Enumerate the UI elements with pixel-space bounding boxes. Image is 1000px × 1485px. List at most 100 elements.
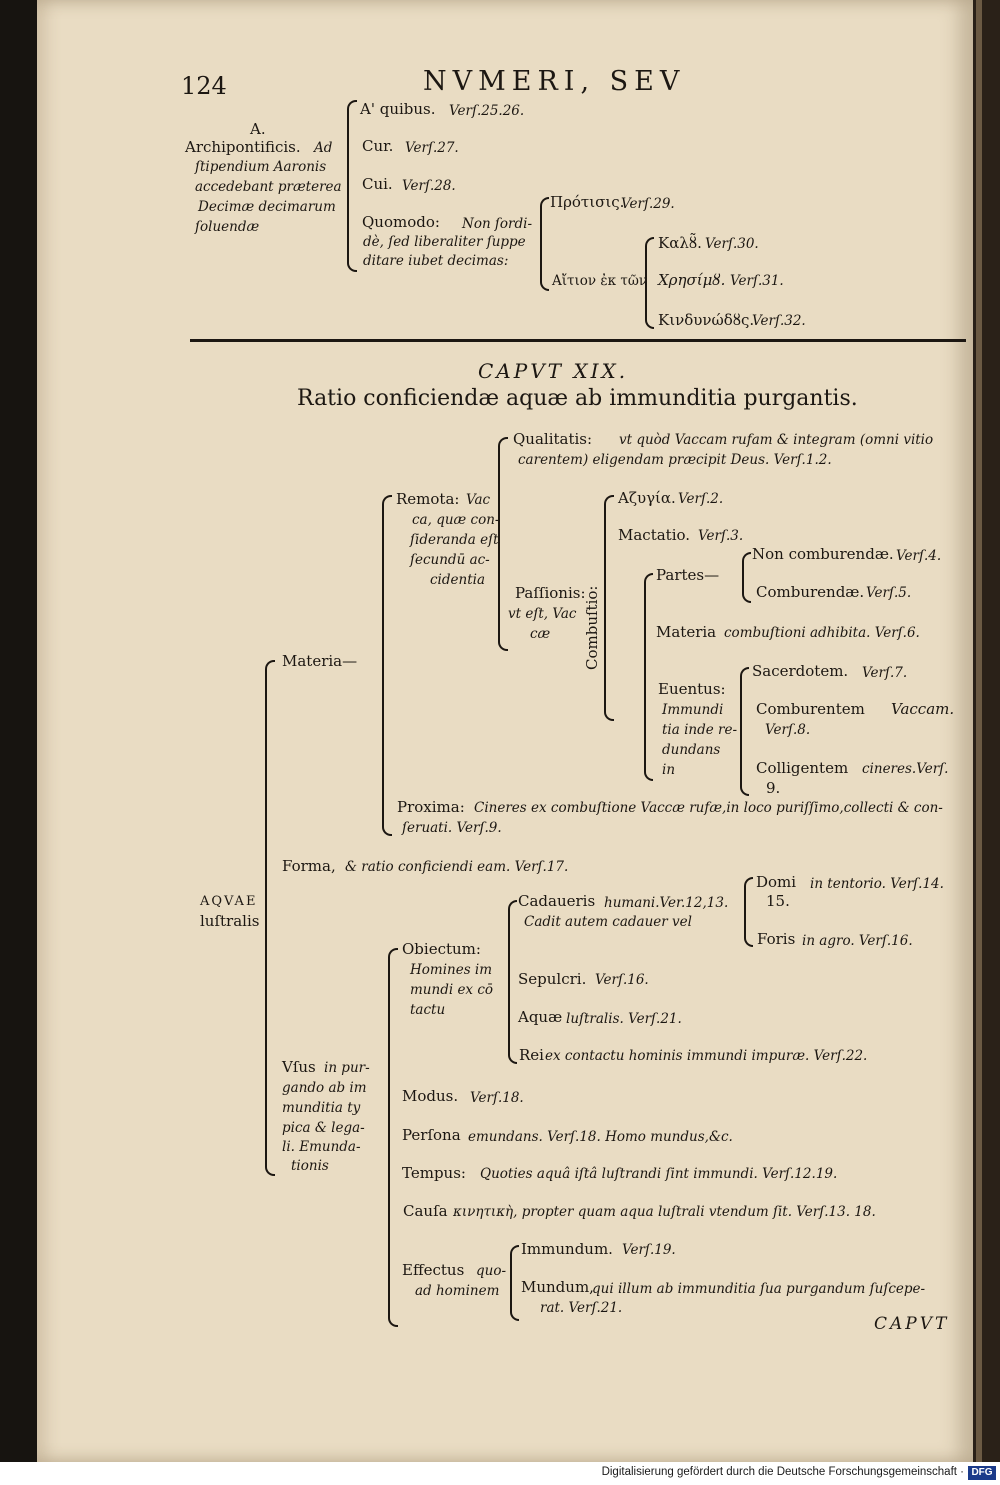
proxima: Proxima:: [397, 798, 465, 816]
mundum-text: rat. Verſ.21.: [540, 1300, 623, 1316]
running-title: NVMERI, SEV: [423, 66, 686, 97]
obiectum-bracket: [508, 900, 517, 1064]
obiectum: Obiectum:: [402, 940, 481, 958]
bracket: [645, 237, 654, 329]
cui: Cui.: [362, 175, 393, 193]
euentus-bracket: [740, 667, 749, 796]
domi-text: in tentorio. Verſ.14.: [810, 876, 944, 892]
bracket: [347, 100, 357, 272]
rei: Rei: [519, 1046, 544, 1064]
quomodo-line: Non ſordi-: [462, 216, 533, 232]
remota-line: ſecundū ac-: [410, 552, 490, 568]
vsus-line: munditia ty: [282, 1100, 361, 1116]
archipontificis-line: Decimæ decimarum: [198, 199, 336, 215]
foris: Foris: [757, 930, 796, 948]
chapter-heading: CAPVT XIX.: [478, 359, 629, 383]
vsus-line: tionis: [291, 1158, 329, 1174]
effectus-bracket: [510, 1245, 519, 1321]
colligentem: Colligentem: [756, 759, 849, 777]
vsus-line: pica & lega-: [282, 1120, 365, 1136]
archipontificis-letter: A.: [250, 120, 266, 138]
passionis-line: vt eſt, Vac: [508, 606, 577, 622]
page-edge: [973, 0, 1000, 1462]
modus-ref: Verſ.18.: [470, 1090, 524, 1106]
main-bracket: [265, 660, 275, 1176]
effectus: Effectus: [402, 1261, 465, 1279]
tempus: Tempus:: [402, 1164, 466, 1182]
vsus-bracket: [388, 948, 398, 1327]
rei-text: ex contactu hominis immundi impuræ. Verſ…: [545, 1048, 868, 1064]
cadit: Cadit autem cadauer vel: [524, 914, 692, 930]
remota-line: cidentia: [430, 572, 485, 588]
combustio-vertical: Combuſtio:: [583, 585, 601, 670]
qualitatis-text: vt quòd Vaccam rufam & integram (omni vi…: [619, 432, 934, 448]
comburendae-ref: Verſ.5.: [866, 585, 912, 601]
persona: Perſona: [402, 1126, 461, 1144]
passionis: Paſſionis:: [515, 584, 586, 602]
forma-text: & ratio conficiendi eam. Verſ.17.: [345, 859, 569, 875]
dfg-logo: DFG: [968, 1466, 996, 1480]
qualitatis-text: carentem) eligendam præcipit Deus. Verſ.…: [518, 452, 832, 468]
mundum: Mundum,: [521, 1278, 594, 1296]
bracket: [540, 197, 549, 291]
vsus: Vſus: [282, 1058, 316, 1076]
chapter-title: Ratio conficiendæ aquæ ab immunditia pur…: [297, 386, 858, 411]
root-lustralis: luſtralis: [200, 912, 260, 930]
materia: Materia—: [282, 652, 358, 670]
persona-text: emundans. Verſ.18. Homo mundus,&c.: [468, 1129, 733, 1145]
comburentem: Comburentem: [756, 700, 865, 718]
comburendae: Comburendæ.: [756, 583, 865, 601]
euentus: Euentus:: [658, 680, 726, 698]
colligentem-ref: 9.: [766, 779, 781, 797]
aition: Αἴτιον ἐκ τῶν: [552, 273, 648, 289]
tempus-text: Quoties aquâ iſtâ luſtrandi ſint immundi…: [480, 1166, 838, 1182]
page-number: 124: [181, 72, 227, 100]
chresimou-ref: Verſ.31.: [730, 273, 784, 289]
domi: Domi: [756, 873, 797, 891]
obiectum-line: mundi ex cō: [410, 982, 494, 998]
remota-bracket: [498, 437, 508, 651]
vsus-line: in pur-: [324, 1060, 370, 1076]
remota-line: Vac: [466, 492, 491, 508]
chresimou: Χρησίμȣ.: [658, 271, 726, 289]
footer-bar: Digitalisierung gefördert durch die Deut…: [0, 1462, 1000, 1485]
mundum-text: qui illum ab immunditia ſua purgandum ſu…: [592, 1281, 926, 1297]
kindynodous-ref: Verſ.32.: [752, 313, 806, 329]
immundum-ref: Verſ.19.: [622, 1242, 676, 1258]
a-quibus-ref: Verſ.25.26.: [449, 103, 525, 119]
root-aquae: AQVAE: [200, 894, 258, 909]
catchword: CAPVT: [874, 1314, 950, 1334]
proxima-text: Cineres ex combuſtione Vaccæ rufæ,in loc…: [474, 800, 943, 816]
azygia: Αζυγία.: [618, 489, 676, 507]
euentus-line: dundans: [662, 742, 721, 758]
sepulcri-ref: Verſ.16.: [595, 972, 649, 988]
qualitatis: Qualitatis:: [513, 430, 593, 448]
sacerdotem: Sacerdotem.: [752, 662, 849, 680]
sacerdotem-ref: Verſ.7.: [862, 665, 908, 681]
vsus-line: gando ab im: [282, 1080, 367, 1096]
effectus-text: quo-: [476, 1263, 507, 1279]
kalou: Καλȣ̃.: [658, 234, 702, 252]
causa-text: κινητικὴ, propter quam aqua luſtrali vte…: [453, 1204, 876, 1220]
obiectum-line: Homines im: [410, 962, 493, 978]
mactatio: Mactatio.: [618, 526, 691, 544]
materia-combustioni: Materia: [656, 623, 717, 641]
remota-line: ſideranda eſt: [410, 532, 499, 548]
cadaueris: Cadaueris: [518, 892, 596, 910]
euentus-line: in: [662, 762, 676, 778]
colligentem-cineres: cineres.Verſ.: [862, 761, 949, 777]
cur: Cur.: [362, 137, 394, 155]
partes: Partes—: [656, 566, 720, 584]
proxima-text: ſeruati. Verſ.9.: [402, 820, 502, 836]
non-comburendae: Non comburendæ.: [752, 545, 894, 563]
mactatio-ref: Verſ.3.: [698, 528, 744, 544]
partes-bracket: [742, 552, 751, 603]
effectus-text: ad hominem: [415, 1283, 500, 1299]
cui-ref: Verſ.28.: [402, 178, 456, 194]
archipontificis-label: Archipontificis.: [185, 138, 301, 156]
protiseis-ref: Verſ.29.: [621, 196, 675, 212]
azygia-ref: Verſ.2.: [678, 491, 724, 507]
euentus-line: Immundi: [662, 702, 724, 718]
a-quibus: A' quibus.: [360, 100, 436, 118]
vsus-line: li. Emunda-: [282, 1139, 361, 1155]
